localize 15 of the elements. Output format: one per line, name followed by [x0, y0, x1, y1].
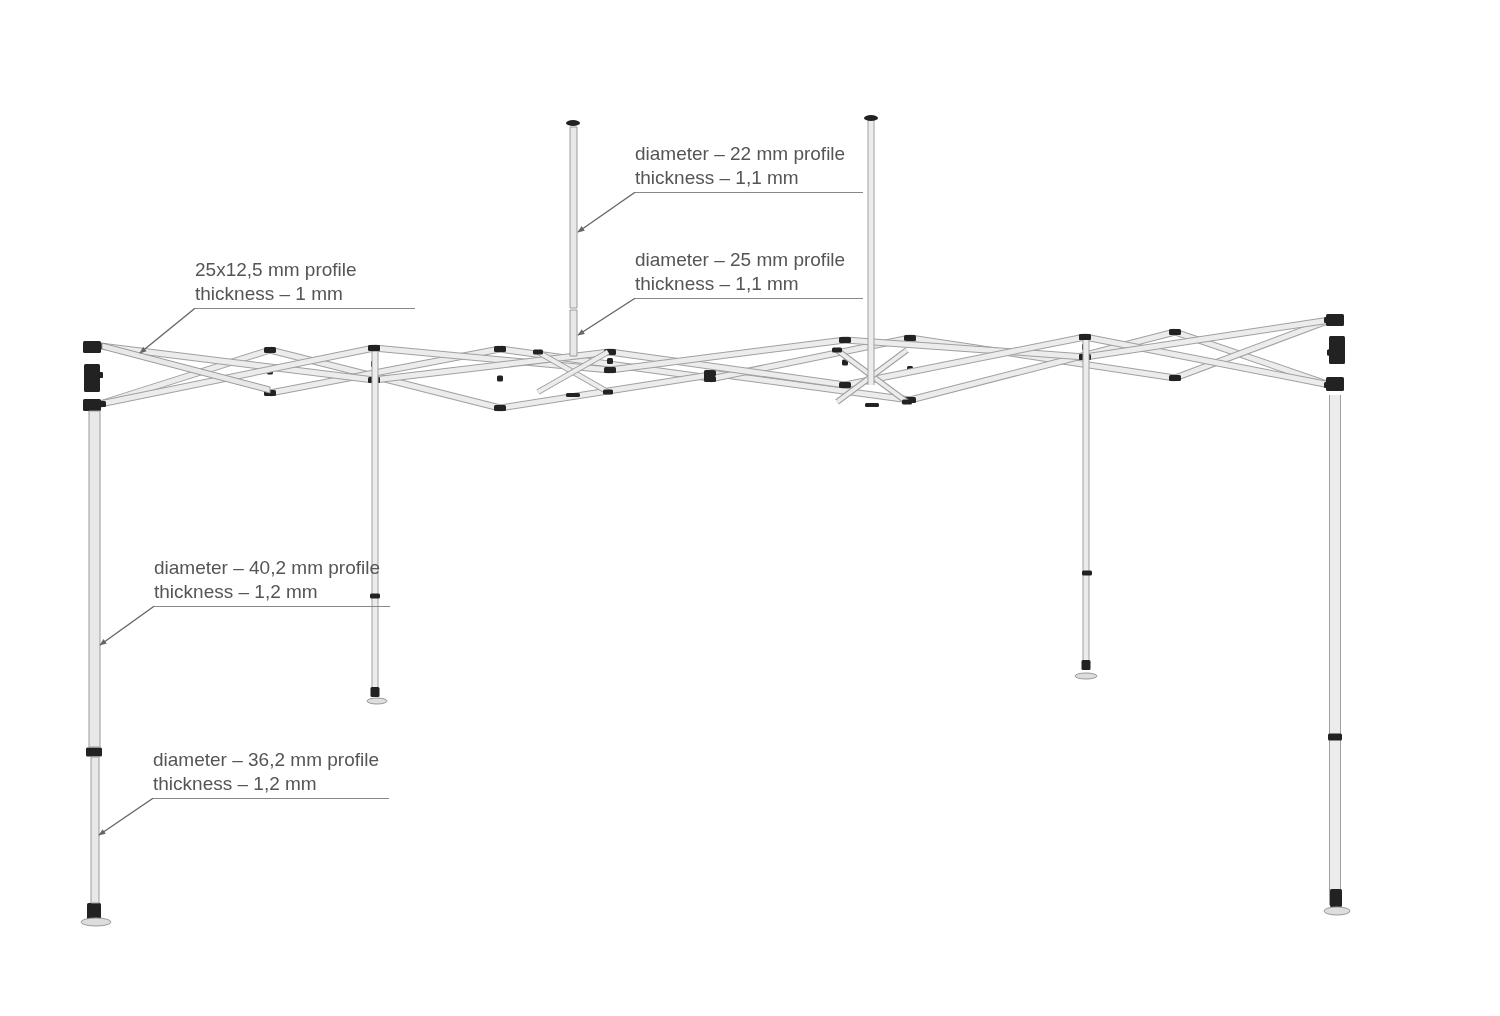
frame-tube: [88, 410, 101, 748]
leader-line: [99, 605, 155, 646]
leader-line: [577, 297, 636, 336]
callout-text: diameter – 36,2 mm profile thickness – 1,2 mm: [153, 748, 389, 799]
leader-line: [139, 307, 196, 354]
leader-line: [577, 191, 636, 233]
frame-tube: [90, 756, 100, 904]
callout-text: diameter – 40,2 mm profile thickness – 1,2 mm: [154, 556, 390, 607]
frame-tube: [101, 342, 271, 394]
frame-tube: [569, 126, 578, 309]
callout-text: 25x12,5 mm profile thickness – 1 mm: [195, 258, 415, 309]
frame-tube: [569, 309, 578, 357]
callout-text: diameter – 22 mm profile thickness – 1,1 mm: [635, 142, 863, 193]
callout-text: diameter – 25 mm profile thickness – 1,1 mm: [635, 248, 863, 299]
leader-line: [98, 797, 154, 836]
